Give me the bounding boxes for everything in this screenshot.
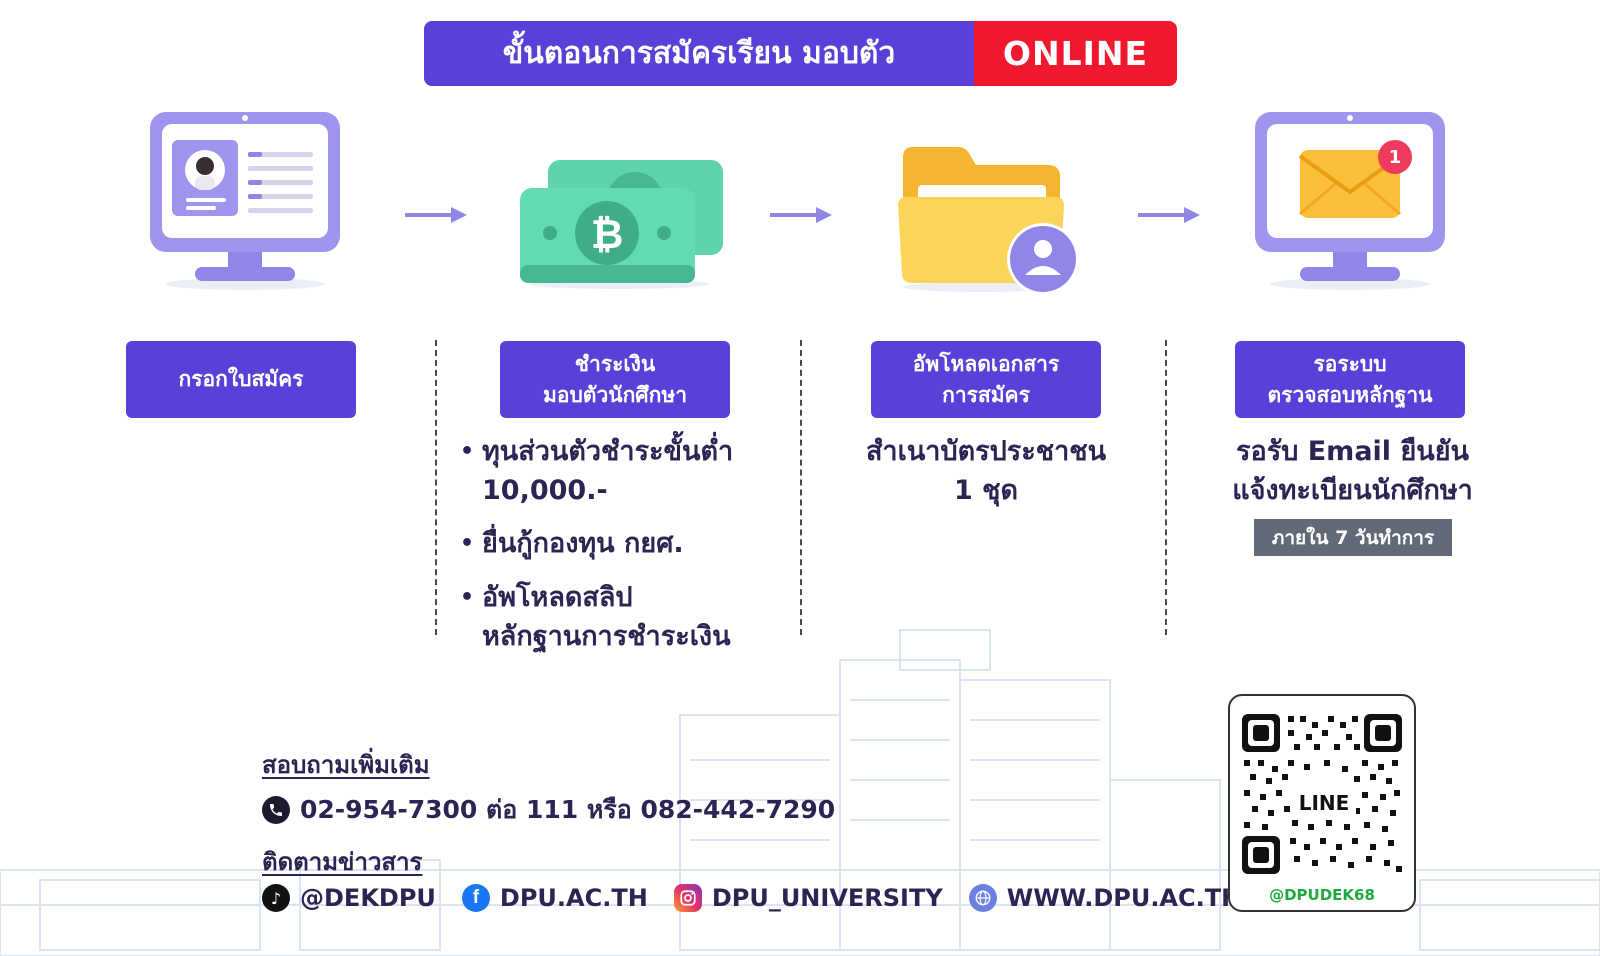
monitor-profile-icon [150,112,340,290]
list-item: • อัพโหลดสลิปหลักฐานการชำระเงิน [460,578,800,656]
monitor-mail-icon [1255,112,1445,290]
description-line: รอรับ Email ยืนยัน [1235,436,1470,467]
step-1-label-line: กรอกใบสมัคร [178,367,304,392]
step-1-label: กรอกใบสมัคร [126,341,356,418]
online-badge: ONLINE [974,21,1177,86]
step-2-label-line: มอบตัวนักศึกษา [543,382,687,407]
folder-user-icon [898,147,1079,295]
step-4-label-line: รอระบบ [1313,352,1387,377]
social-link-facebook[interactable]: f DPU.AC.TH [461,884,648,912]
description-line: สำเนาบัตรประชาชน [865,436,1107,467]
phone-row: 02-954-7300 ต่อ 111 หรือ 082-442-7290 [262,790,835,830]
description-line: แจ้งทะเบียนนักศึกษา [1232,475,1473,507]
step-4-label-line: ตรวจสอบหลักฐาน [1267,382,1433,407]
line-handle: @DPUDEK68 [1269,886,1375,904]
social-links: ♪ @DEKDPU f DPU.AC.TH DPU_UNIVERSITY WWW… [262,884,1267,912]
follow-heading: ติดตามข่าวสาร [262,848,423,876]
phone-icon [262,796,290,824]
step-2-label-line: ชำระเงิน [574,352,656,377]
step-3-description: สำเนาบัตรประชาชน 1 ชุด [836,432,1136,510]
qr-code-pattern [1242,714,1402,874]
social-link-tiktok[interactable]: ♪ @DEKDPU [262,884,436,912]
list-item-line: ยื่นกู้กองทุน กยศ. [482,528,684,560]
social-handle: WWW.DPU.AC.TH [1006,884,1242,912]
page-title: ขั้นตอนการสมัครเรียน มอบตัว [424,21,974,86]
processing-time-badge: ภายใน 7 วันทำการ [1254,519,1452,556]
social-handle: @DEKDPU [300,884,436,912]
qr-center-label: LINE [1292,789,1356,817]
column-divider [800,340,802,635]
column-divider [1165,340,1167,635]
list-item-line: หลักฐานการชำระเงิน [482,621,731,653]
social-link-website[interactable]: WWW.DPU.AC.TH [968,884,1242,912]
phone-number[interactable]: 02-954-7300 ต่อ 111 หรือ 082-442-7290 [300,795,836,824]
tiktok-icon: ♪ [262,884,290,912]
social-handle: DPU_UNIVERSITY [711,884,943,912]
description-line: 1 ชุด [953,475,1019,507]
list-item: • ยื่นกู้กองทุน กยศ. [460,524,800,564]
arrow-right-icon [770,207,832,223]
step-3-label-line: อัพโหลดเอกสาร [912,352,1060,377]
list-item-line: 10,000.- [482,475,608,507]
arrow-right-icon [1138,207,1200,223]
header-banner: ขั้นตอนการสมัครเรียน มอบตัว ONLINE [424,21,1177,86]
column-divider [435,340,437,635]
social-link-instagram[interactable]: DPU_UNIVERSITY [673,884,943,912]
globe-icon [968,884,997,912]
list-item-line: ทุนส่วนตัวชำระขั้นต่ำ [482,436,734,467]
step-2-label: ชำระเงิน มอบตัวนักศึกษา [500,341,730,418]
arrow-right-icon [405,207,467,223]
facebook-icon: f [461,884,490,912]
list-item-line: อัพโหลดสลิป [482,581,633,613]
svg-text:₿: ₿ [591,212,624,258]
notification-badge: 1 [1378,140,1412,174]
inquiry-heading: สอบถามเพิ่มเติม [262,751,430,779]
step-4-label: รอระบบ ตรวจสอบหลักฐาน [1235,341,1465,418]
instagram-icon [673,884,702,912]
social-handle: DPU.AC.TH [499,884,648,912]
cash-bitcoin-icon: ₿ [520,160,723,289]
step-3-label: อัพโหลดเอกสาร การสมัคร [871,341,1101,418]
line-qr-code[interactable]: LINE @DPUDEK68 [1228,694,1416,912]
step-3-label-line: การสมัคร [942,382,1030,407]
step-4-description: รอรับ Email ยืนยัน แจ้งทะเบียนนักศึกษา [1190,432,1515,510]
